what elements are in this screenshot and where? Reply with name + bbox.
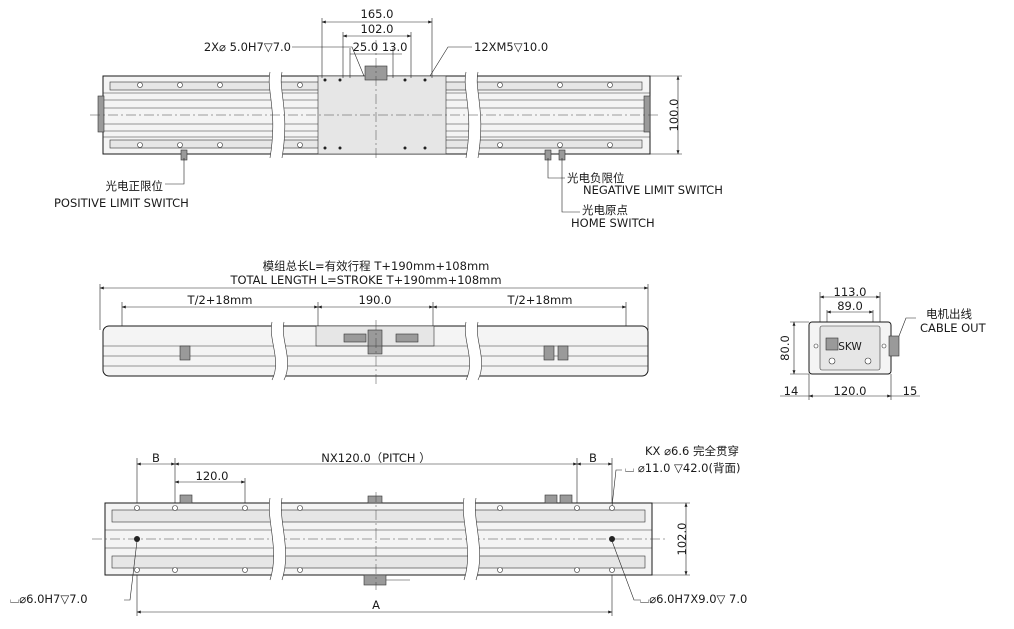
bottom-upper-rail xyxy=(111,509,646,523)
bottom-dim-b-right: B xyxy=(589,451,597,465)
bottom-dim-102: 102.0 xyxy=(675,523,689,556)
side-carriage-sensor xyxy=(367,329,383,355)
bottom-mounting-holes xyxy=(134,505,615,573)
end-view-logo: SKW xyxy=(838,341,862,353)
top-view: 165.0 102.0 25.0 13.0 2X⌀ 5.0H7▽7.0 12XM… xyxy=(54,7,723,230)
top-dim-165: 165.0 xyxy=(361,7,394,21)
home-switch-en: HOME SWITCH xyxy=(571,216,655,230)
side-dim-190: 190.0 xyxy=(359,293,392,307)
top-dim-25-13: 25.0 13.0 xyxy=(353,40,408,54)
bottom-switch-right-b xyxy=(559,494,573,504)
side-view: 模组总长L=有效行程 T+190mm+108mm TOTAL LENGTH L=… xyxy=(99,259,649,385)
side-limit-switch-right-b xyxy=(557,345,569,361)
bottom-dim-pitch: NX120.0（PITCH ） xyxy=(321,451,430,465)
side-limit-switch-right-a xyxy=(543,345,555,361)
kx-hole-callout-line2: ⌴ ⌀11.0 ▽42.0(背面) xyxy=(625,461,740,475)
positive-switch-cn: 光电正限位 xyxy=(106,179,164,193)
top-hole-right-callout: 12XM5▽10.0 xyxy=(474,40,548,54)
bottom-switch-left xyxy=(179,494,193,504)
top-dim-102: 102.0 xyxy=(361,22,394,36)
bottom-dim-a: A xyxy=(372,598,380,612)
bottom-dim-b-left: B xyxy=(152,451,160,465)
total-length-cn: 模组总长L=有效行程 T+190mm+108mm xyxy=(263,259,490,273)
bottom-lower-rail xyxy=(111,555,646,569)
top-rail-holes xyxy=(137,78,613,150)
end-carriage-face xyxy=(819,325,881,371)
home-switch-cn: 光电原点 xyxy=(582,203,628,217)
top-left-endcap xyxy=(97,95,105,133)
bottom-switch-right-a xyxy=(544,494,558,504)
side-carriage-block-right xyxy=(395,333,419,343)
end-view-sensor xyxy=(825,337,839,351)
side-carriage-block-left xyxy=(343,333,367,343)
kx-hole-callout-line1: KX ⌀6.6 完全贯穿 xyxy=(645,444,739,458)
top-right-endcap xyxy=(643,95,651,133)
top-hole-left-callout: 2X⌀ 5.0H7▽7.0 xyxy=(204,40,291,54)
end-dim-80: 80.0 xyxy=(778,335,792,361)
end-dim-89: 89.0 xyxy=(837,299,863,313)
side-dim-half-right: T/2+18mm xyxy=(507,293,573,307)
bottom-view: B NX120.0（PITCH ） B 120.0 102.0 A KX ⌀6.… xyxy=(10,444,747,616)
positive-switch-en: POSITIVE LIMIT SWITCH xyxy=(54,196,189,210)
cable-out-cn: 电机出线 xyxy=(926,307,972,321)
end-dim-14: 14 xyxy=(784,384,799,398)
negative-switch-en: NEGATIVE LIMIT SWITCH xyxy=(583,183,723,197)
end-dim-15: 15 xyxy=(903,384,918,398)
bottom-hole-right-callout: ⌴⌀6.0H7X9.0▽ 7.0 xyxy=(640,592,747,606)
bottom-carriage-tab xyxy=(367,495,383,504)
total-length-en: TOTAL LENGTH L=STROKE T+190mm+108mm xyxy=(229,273,501,287)
end-dim-113: 113.0 xyxy=(834,285,867,299)
bottom-hole-left-callout: ⌴⌀6.0H7▽7.0 xyxy=(10,592,88,606)
motor-cable-outlet xyxy=(888,335,900,357)
side-limit-switch-left xyxy=(179,345,191,361)
top-dim-100: 100.0 xyxy=(667,99,681,132)
bottom-dim-120: 120.0 xyxy=(196,469,229,483)
end-view: SKW 113.0 89.0 80.0 14 120.0 15 电机出线 CAB… xyxy=(778,285,987,400)
bottom-cable-bracket xyxy=(363,574,387,586)
end-dim-120: 120.0 xyxy=(834,384,867,398)
side-dim-half-left: T/2+18mm xyxy=(187,293,253,307)
cable-out-en: CABLE OUT xyxy=(920,321,987,335)
negative-switch-cn: 光电负限位 xyxy=(567,171,625,185)
